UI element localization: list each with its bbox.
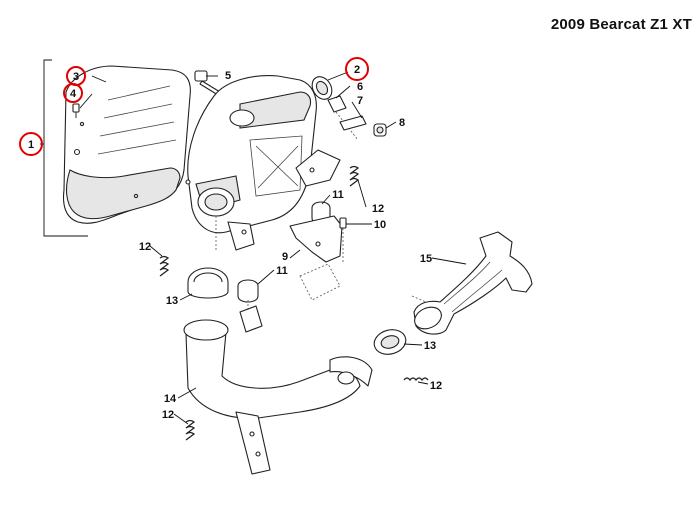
exhaust-pipe-part [183, 319, 373, 475]
callout-4: 4 [70, 88, 77, 100]
callout-1: 1 [28, 139, 34, 151]
callout-13-right: 13 [424, 340, 436, 352]
page-title: 2009 Bearcat Z1 XT [550, 16, 692, 33]
spring-bottom [185, 419, 196, 441]
callout-3: 3 [73, 71, 79, 83]
callout-9: 9 [282, 251, 288, 263]
silencer-part [185, 75, 317, 251]
callout-labels: 1 2 3 4 5 6 7 8 9 10 11 11 12 12 12 12 1… [28, 64, 442, 421]
callout-8: 8 [399, 117, 405, 129]
highlight-circle-2 [345, 57, 369, 81]
callout-11-lower: 11 [276, 265, 288, 277]
callout-14: 14 [164, 393, 177, 405]
callout-5: 5 [225, 70, 231, 82]
cap-part [373, 123, 387, 137]
callout-12-right: 12 [430, 380, 442, 392]
spring-left [159, 255, 170, 277]
rivet-part [72, 103, 80, 118]
washer-part [339, 115, 367, 131]
callout-12-bottom: 12 [162, 409, 174, 421]
callout-11-upper: 11 [332, 189, 344, 201]
callout-15: 15 [420, 253, 432, 265]
bolt-part [339, 217, 347, 262]
callout-7: 7 [357, 95, 363, 107]
mount-bracket-part [295, 149, 341, 187]
seal-ring-right [373, 329, 407, 355]
callout-12-upper: 12 [372, 203, 384, 215]
seal-ring-left [187, 267, 229, 299]
screw-part [194, 70, 221, 96]
highlight-circle-1 [19, 132, 43, 156]
callout-12-left: 12 [139, 241, 151, 253]
leader-lines [79, 71, 467, 425]
callout-6: 6 [357, 81, 363, 93]
spring-upper [349, 165, 360, 187]
highlight-circles [19, 57, 369, 156]
heat-shield-part [62, 65, 191, 224]
callout-13-left: 13 [166, 295, 178, 307]
callout-10: 10 [374, 219, 386, 231]
callout-2: 2 [354, 64, 360, 76]
grommet-part [311, 76, 333, 100]
rubber-mount-lower [237, 279, 263, 333]
y-pipe-part [411, 231, 533, 335]
support-bracket-part [289, 215, 343, 301]
spring-right [403, 377, 429, 382]
highlight-circle-4 [63, 83, 83, 103]
